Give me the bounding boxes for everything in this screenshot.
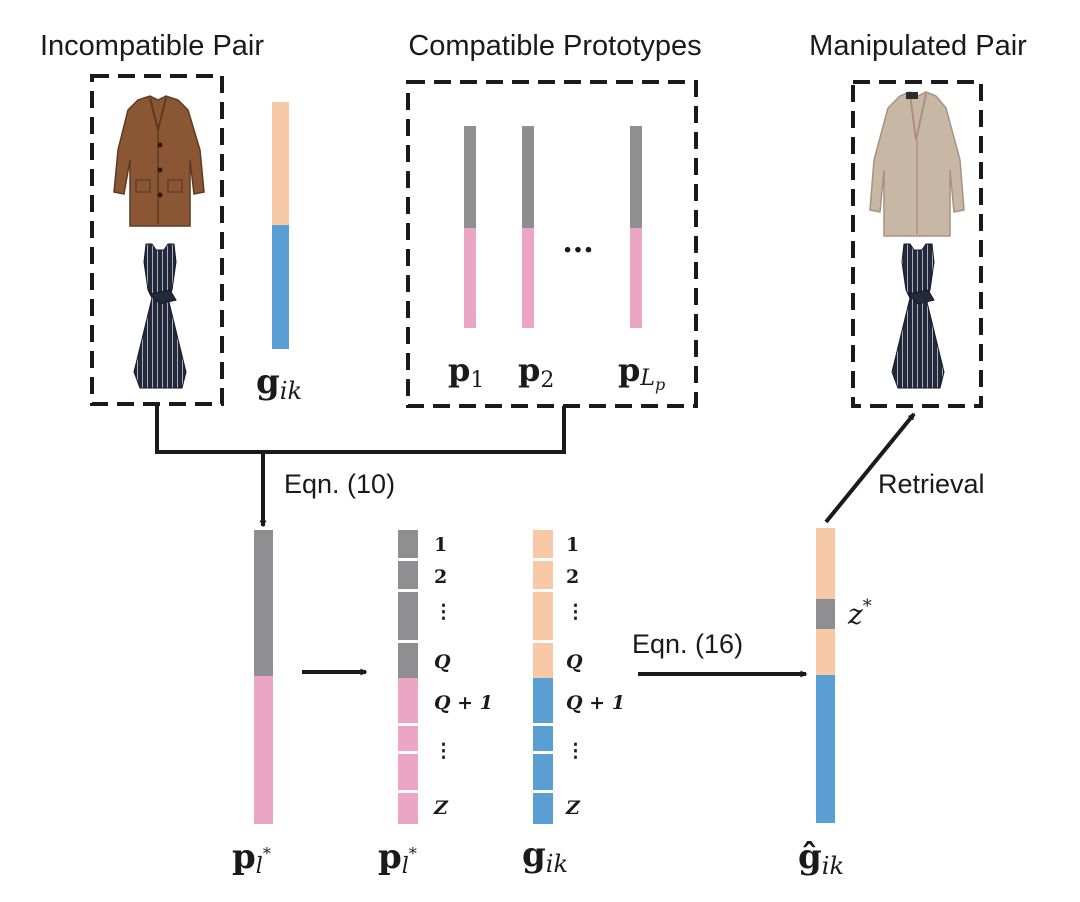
p-seg-4 [398, 643, 418, 678]
g-seg-6 [533, 726, 553, 751]
p2-pink-segment [522, 228, 534, 328]
p-seg-index-q1: Q + 1 [434, 692, 493, 714]
heading-manipulated-pair: Manipulated Pair [809, 30, 1027, 62]
retrieval-label: Retrieval [878, 469, 985, 499]
p-seg-index-dots: ⋮ [434, 601, 453, 623]
g-seg-4 [533, 643, 553, 678]
p1-gray-segment [464, 126, 476, 228]
eqn10-label: Eqn. (10) [284, 469, 395, 499]
g-seg-index-q: Q [566, 651, 583, 673]
g-ik-top-label: gik [256, 362, 302, 405]
p-lstar-segmented-vector [398, 530, 418, 824]
pLp-pink-segment [630, 228, 642, 328]
g-hat-blue-segment [816, 675, 835, 823]
g-ik-segmented-vector [533, 530, 553, 824]
g-seg-index-2: 2 [566, 566, 579, 588]
p1-pink-segment [464, 228, 476, 328]
heading-incompatible-pair: Incompatible Pair [40, 30, 264, 62]
g-seg-8 [533, 793, 553, 824]
merge-connector-line [155, 404, 566, 454]
striped-dress-icon [133, 243, 187, 389]
brown-coat-icon [113, 95, 205, 227]
p-seg-index-1: 1 [434, 534, 447, 556]
g-hat-label: ĝik [798, 837, 844, 880]
p-seg-7 [398, 754, 418, 790]
g-seg-1 [533, 530, 553, 558]
pLp-label: pLp [618, 351, 665, 394]
g-hat-peach-top-segment [816, 528, 835, 599]
p1-label: p1 [448, 351, 484, 393]
g-seg-3 [533, 592, 553, 640]
pLp-gray-segment [630, 126, 642, 228]
p-seg-1 [398, 530, 418, 558]
g-seg-index-dots2: ⋮ [566, 740, 585, 762]
retrieval-arrow [824, 412, 916, 524]
p-seg-index-2: 2 [434, 566, 447, 588]
g-hat-peach-bottom-segment [816, 629, 835, 675]
z-star-label: z* [847, 596, 872, 631]
p-seg-5 [398, 678, 418, 723]
g-seg-2 [533, 561, 553, 589]
g-ik-seg-label: gik [522, 835, 568, 878]
manipulated-pair-box [851, 80, 983, 408]
g-seg-index-q1: Q + 1 [566, 692, 625, 714]
p-seg-index-z: Z [433, 797, 449, 819]
p-seg-index-q: Q [434, 651, 451, 673]
p2-gray-segment [522, 126, 534, 228]
g-hat-gray-segment [816, 599, 835, 629]
g-seg-index-1: 1 [566, 534, 579, 556]
compatible-prototypes-box [406, 80, 698, 408]
prototype-ellipsis: ... [562, 225, 593, 260]
p-seg-6 [398, 726, 418, 751]
striped-dress-icon [891, 243, 945, 389]
g-seg-7 [533, 754, 553, 790]
p-lstar-left-gray-segment [254, 530, 273, 676]
p-seg-index-dots2: ⋮ [434, 740, 453, 762]
p-seg-8 [398, 793, 418, 824]
p-lstar-seg-label: pl* [378, 837, 417, 879]
eqn16-label: Eqn. (16) [632, 629, 743, 659]
p-lstar-left-pink-segment [254, 676, 273, 824]
g-seg-index-dots: ⋮ [566, 601, 585, 623]
g-ik-top-blue-segment [272, 225, 289, 349]
p-seg-2 [398, 561, 418, 589]
g-seg-5 [533, 678, 553, 723]
p2-label: p2 [518, 351, 554, 393]
heading-compatible-prototypes: Compatible Prototypes [408, 30, 701, 62]
beige-coat-icon [869, 91, 965, 237]
g-seg-index-z: Z [565, 797, 581, 819]
g-ik-top-peach-segment [272, 102, 289, 225]
p-seg-3 [398, 592, 418, 640]
p-lstar-left-label: pl* [232, 837, 271, 879]
